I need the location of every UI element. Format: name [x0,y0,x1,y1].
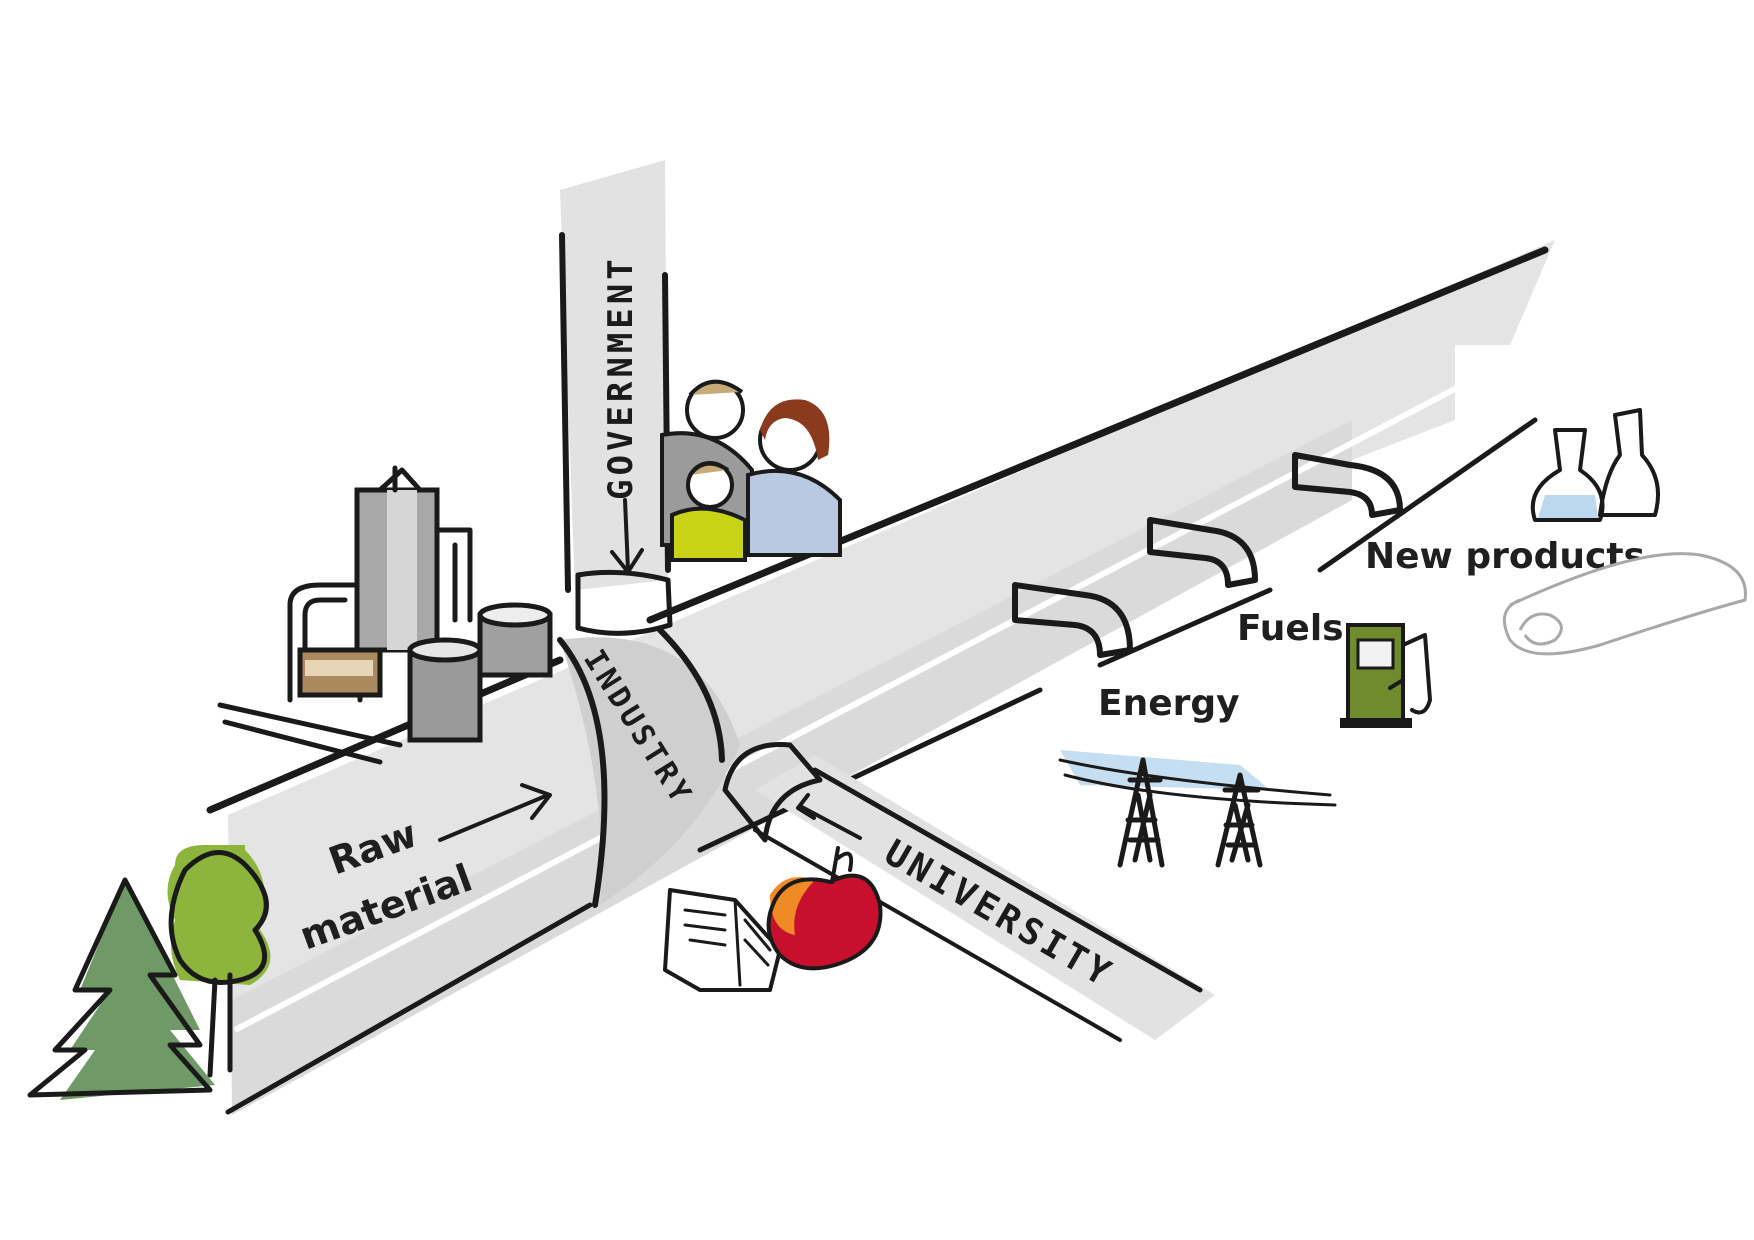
flask-icon [1530,408,1660,522]
fir-tree-icon [27,877,215,1100]
fuel-pump-icon [1340,623,1432,728]
energy-label: Energy [1098,683,1240,724]
apple-icon [766,846,883,971]
factory-icon [217,465,553,765]
raw-material-arrow [438,783,552,842]
deciduous-tree-icon [167,845,271,1078]
university-arrow [796,793,862,840]
book-icon [663,888,782,992]
government-arrow [610,498,644,574]
paper-roll-icon [1502,552,1747,656]
family-icon [660,379,842,562]
industry-junction: INDUSTRY [557,627,740,908]
power-pylon-icon [1058,750,1337,868]
government-label: GOVERNMENT [601,255,641,500]
fuels-label: Fuels [1237,608,1344,649]
tap-icon [1012,452,1403,658]
government-pipe: GOVERNMENT [559,160,673,636]
